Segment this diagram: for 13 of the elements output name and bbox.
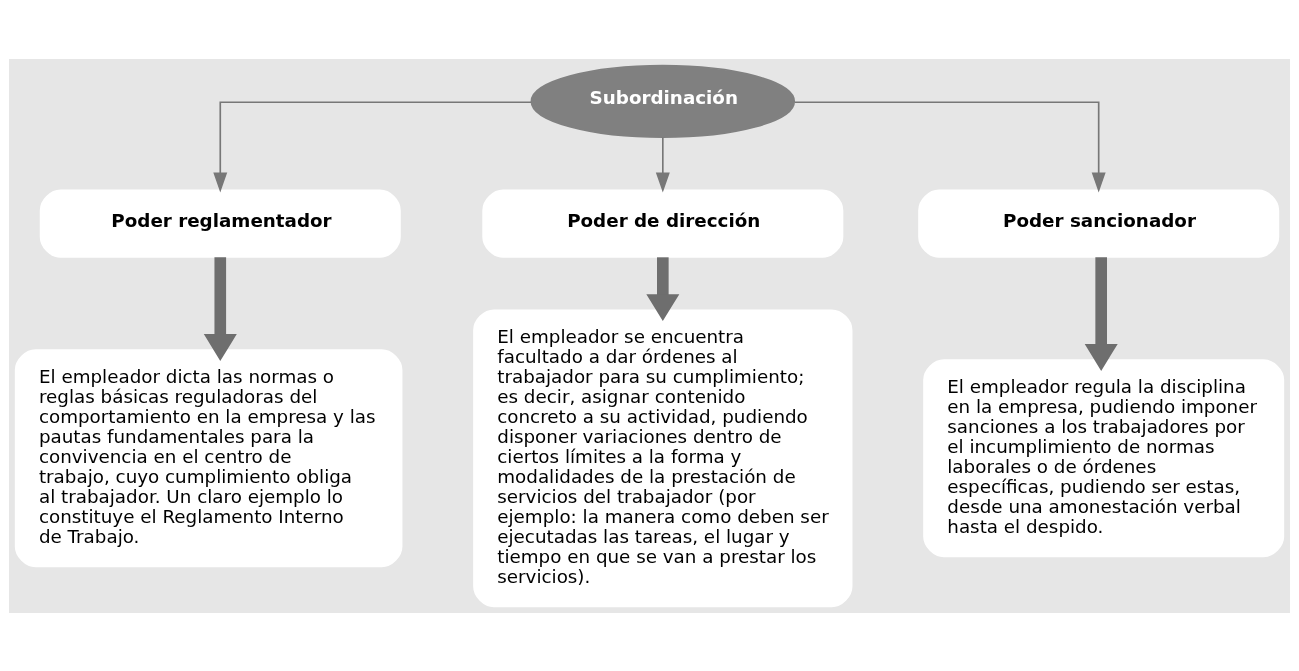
node-box: Poder de dirección (482, 189, 844, 258)
node-box: El empleador se encuentra facultado a dar órdenes al trabajador para su cumplimiento; es decir, asignar contenido concreto a su actividad, pudiendo disponer variaciones dentro de ciertos límites a la forma y modalidades de la prestación de servicios del trabajador (por ejemplo: la manera como deben ser ejecutadas las tareas, el lugar y tiempo en que se van a prestar los servicios). (473, 308, 853, 607)
node-ellipse: Subordinación (530, 64, 796, 138)
arrow (793, 100, 1106, 192)
node-box: Poder sancionador (918, 189, 1280, 258)
arrow (646, 256, 680, 321)
arrow (1084, 256, 1118, 371)
arrow (655, 136, 670, 193)
arrow (203, 256, 237, 361)
node-box: Poder reglamentador (39, 189, 401, 258)
node-box: El empleador regula la disciplina en la empresa, pudiendo imponer sanciones a los trabajadores por el incumplimiento de normas laborales o de órdenes específicas, pudiendo ser estas, desde una amonestación verbal hasta el despido. (923, 358, 1285, 557)
arrow (213, 100, 533, 192)
node-box: El empleador dicta las normas o reglas básicas reguladoras del comportamiento en la empresa y las pautas fundamentales para la convivencia en el centro de trabajo, cuyo cumplimiento obliga al trabajador. Un claro ejemplo lo constituye el Reglamento Interno de Trabajo. (14, 348, 403, 567)
